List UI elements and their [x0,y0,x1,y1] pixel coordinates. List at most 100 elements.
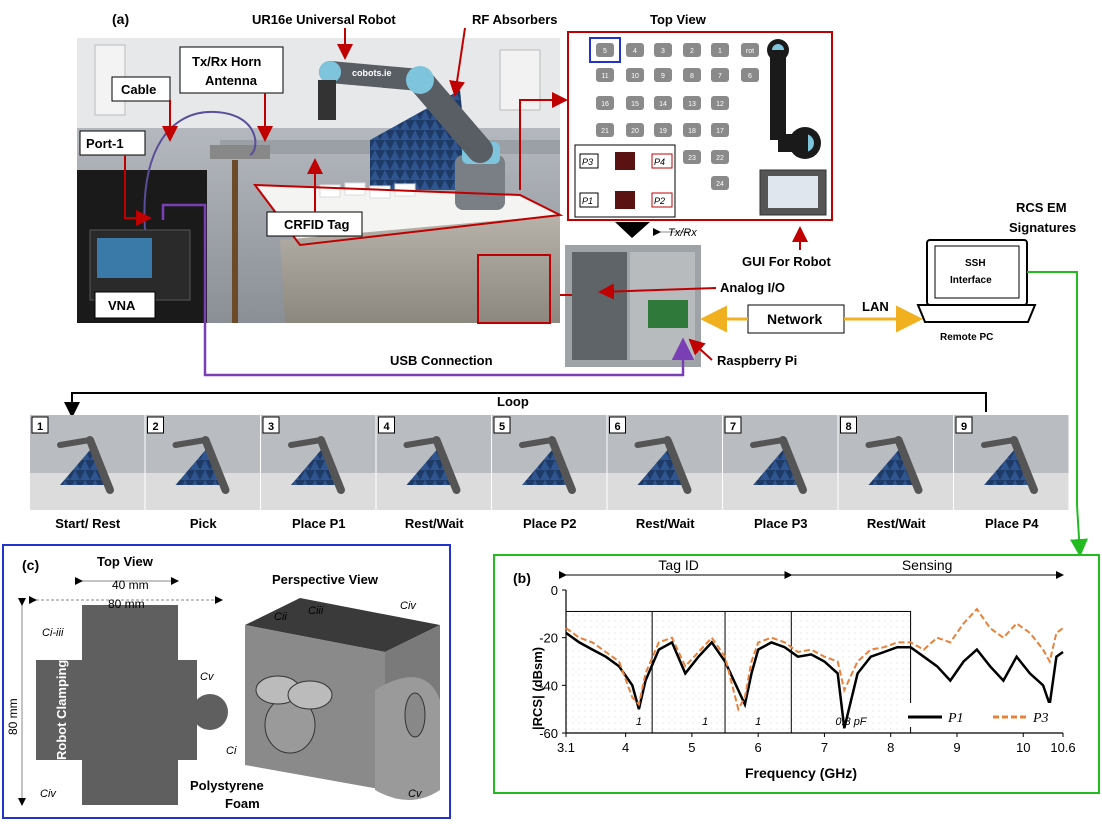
chart-x-tick-label: 10.6 [1050,740,1075,755]
slot-number: 7 [718,73,722,80]
slot-tile [596,96,614,110]
panel-c-tag: (c) [22,557,39,573]
p3-label: P3 [582,157,593,167]
slot-tile [683,96,701,110]
chart-series-p1 [565,631,1064,729]
loop-frame-number: 2 [152,421,158,433]
chart-legend [902,703,1058,727]
slot-tile [741,43,759,57]
robot-top-view-icon [767,39,821,159]
chart-x-tick-label: 8 [887,740,894,755]
label-rcs-1: RCS EM [1016,200,1067,215]
arrow-rf-absorbers [449,27,466,97]
slot-number: 15 [631,101,639,108]
loop-frame-number: 3 [268,421,274,433]
loop-frame-number-box [609,416,626,434]
box-horn [179,46,284,94]
slot-number: 8 [690,73,694,80]
slot-tile [654,43,672,57]
slot-number: 4 [633,48,637,55]
loop-frame-number: 1 [37,421,43,433]
label-analog: Analog I/O [720,280,785,295]
p2-label: P2 [654,196,665,206]
loop-frame-number: 7 [730,421,736,433]
loop-frame-arm [1010,436,1038,494]
loop-frame-arm-upper [981,437,1017,448]
loop-frame-caption: Start/ Rest [55,516,121,531]
chart-annotation: 1 [702,716,708,728]
cable-photo [143,110,257,231]
loop-frame-arm-upper [172,437,209,448]
loop-frame-number: 8 [845,421,851,433]
box-network [747,304,845,334]
top-view-shape [36,605,228,805]
slot-number: 5 [603,48,607,55]
slot-number: 10 [631,73,639,80]
loop-frame-arm-upper [288,437,324,448]
chart-x-tick-label: 9 [953,740,960,755]
c-ii-label: Cii [274,611,287,623]
slot-tile [711,123,729,137]
slot-tile [626,68,644,82]
label-horn-line2: Antenna [205,73,258,88]
loop-frame-number: 5 [499,421,505,433]
loop-frame-arm [663,436,692,494]
chart-y-tick-label: -20 [539,631,558,646]
chart-y-tick-label: -60 [539,726,558,741]
slot-tile [711,43,729,57]
slot-tile [654,68,672,82]
loop-frame-number-box [724,416,742,434]
place-positions-inset: P3 P4 P1 P2 [574,144,676,218]
label-network: Network [767,311,822,327]
loop-frame-caption: Place P1 [292,516,346,531]
slot-tile [711,68,729,82]
loop-frame-arm-upper [750,437,786,448]
label-rpi: Raspberry Pi [717,353,797,368]
loop-frame-number-box [955,416,973,434]
slot-tile [596,68,614,82]
slot-number: 13 [688,101,696,108]
slot-tile [683,123,701,137]
chart-ylabel: |RCS| (dBsm) [530,647,545,730]
chart-legend-label: P3 [1032,711,1049,726]
label-ssh-1: SSH [965,258,986,269]
photo-brand-text: cobots.ie [352,68,392,78]
arrow-photo-to-topview [519,92,568,190]
panel-a-tag: (a) [112,11,129,27]
slot-tile [683,43,701,57]
chart-x-tick-label: 4 [622,740,629,755]
dim-80-top-text: 80 mm [108,597,145,611]
panel-b-tag: (b) [513,570,531,586]
label-rcs-2: Signatures [1009,220,1076,235]
loop-frame-caption: Pick [190,516,218,531]
loop-frame-number: 4 [383,421,390,433]
slot-number: rot [746,48,754,55]
box-cable [111,76,171,102]
p1-label: P1 [582,196,593,206]
loop-frame-number-box [378,416,395,434]
label-crfid: CRFID Tag [284,217,350,232]
loop-frame-number-box [493,416,511,434]
polystyrene-2: Foam [225,796,260,811]
loop-frame-arm-upper [519,437,555,448]
loop-frame-arm-upper [634,437,671,448]
remote-pc-icon [916,239,1037,323]
arrow-rcs-to-chart [1027,271,1089,557]
loop-frame-caption: Place P4 [985,516,1039,531]
loop-frame-arm-upper [865,437,902,448]
dim-80-side-text: 80 mm [6,698,20,735]
loop-title: Loop [497,394,529,409]
label-vna: VNA [108,298,136,313]
slot-number: 12 [716,101,724,108]
loop-frame-arm [548,436,576,494]
perspective-shape [245,598,440,800]
label-txrx: Tx/Rx [668,227,697,239]
label-ur16e: UR16e Universal Robot [252,12,396,27]
label-remote-pc: Remote PC [940,332,993,343]
slot-tile [654,123,672,137]
slot-number: 1 [718,48,722,55]
box-crfid [266,211,363,237]
chart-annotation: 1 [636,716,642,728]
arrow-port1 [124,155,152,226]
